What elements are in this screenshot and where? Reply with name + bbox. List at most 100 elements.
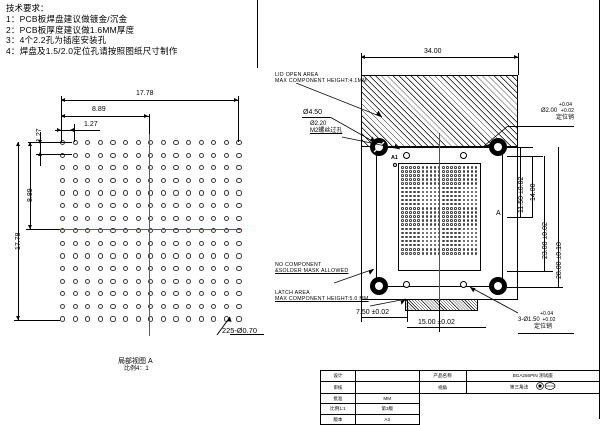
bga-pad — [446, 170, 449, 173]
dowel-hole-bottom-right — [460, 281, 467, 288]
bga-pad — [409, 202, 412, 206]
note-line: 4：焊盘及1.5/2.0定位孔请按照图纸尺寸制作 — [6, 45, 178, 56]
bga-pad — [429, 211, 433, 214]
bga-pad — [60, 266, 66, 272]
bga-pad — [186, 253, 192, 259]
bga-pad — [236, 303, 242, 309]
bga-pad — [421, 170, 425, 173]
bga-pad — [474, 186, 478, 190]
bga-pad — [425, 223, 429, 226]
bga-pad — [454, 219, 457, 222]
bga-pad — [97, 140, 103, 146]
bga-pad — [223, 165, 229, 171]
bga-pad — [429, 194, 433, 198]
bga-pad — [186, 240, 192, 246]
bga-pad — [470, 190, 474, 194]
bga-pad — [223, 152, 229, 158]
bga-pad — [198, 266, 204, 272]
bga-pad — [429, 252, 433, 255]
bga-pad — [442, 223, 445, 226]
bga-pad — [466, 190, 470, 194]
bga-pad — [425, 239, 429, 243]
bga-pad — [60, 228, 66, 234]
bga-pad — [421, 248, 425, 251]
dowel-hole-bottom — [460, 152, 467, 159]
bga-pad — [470, 211, 474, 214]
bga-pad — [442, 215, 445, 218]
bga-pad — [466, 248, 470, 251]
bga-pad — [401, 231, 404, 235]
bga-pad — [454, 178, 457, 181]
tb-value-designer — [354, 370, 420, 382]
bga-pad — [433, 182, 437, 185]
bga-pad — [97, 266, 103, 272]
bga-pad — [236, 152, 242, 158]
vertical-construction-line — [439, 133, 440, 303]
bga-pad — [462, 178, 466, 181]
bga-pad — [123, 152, 129, 158]
ext-line — [238, 96, 239, 142]
bga-pad — [442, 239, 445, 243]
dim-line — [532, 155, 533, 218]
bga-pad — [450, 239, 453, 243]
bga-pad — [450, 219, 453, 222]
bga-pad — [413, 252, 416, 255]
main-assembly-view: 34.00 A1 — [270, 45, 600, 365]
bga-pad — [446, 252, 449, 255]
bga-pad — [85, 266, 91, 272]
bga-pad — [211, 278, 217, 284]
bga-pad — [223, 140, 229, 146]
bga-pad — [417, 178, 420, 181]
bga-pad — [470, 248, 474, 251]
bga-pad — [211, 190, 217, 196]
bga-pad — [425, 215, 429, 218]
bga-pad — [186, 266, 192, 272]
bga-pad — [186, 190, 192, 196]
bga-pad — [135, 203, 141, 209]
table-row: 批准 MM — [320, 392, 600, 405]
bga-pad — [417, 190, 420, 194]
bga-pad — [135, 140, 141, 146]
bga-pad — [470, 198, 474, 202]
bga-pad — [85, 190, 91, 196]
bga-pad — [429, 231, 433, 235]
bga-pad — [421, 194, 425, 198]
bga-pad — [60, 278, 66, 284]
bga-pad — [85, 240, 91, 246]
bga-pad — [409, 166, 412, 169]
bga-pad — [173, 240, 179, 246]
bga-pad — [97, 152, 103, 158]
view-caption-title: 局部视图 A — [118, 358, 153, 365]
bga-pad — [110, 303, 116, 309]
tb-empty-cell — [466, 393, 600, 404]
bga-pad — [429, 166, 433, 169]
bga-pad — [458, 252, 461, 255]
dim-line — [55, 130, 100, 131]
bga-pad — [450, 243, 453, 247]
bga-pad — [442, 202, 445, 206]
bga-pad-grid — [60, 140, 242, 322]
bga-pad — [160, 177, 166, 183]
bga-pad — [450, 178, 453, 181]
bga-pad — [425, 231, 429, 235]
bga-pad — [442, 211, 445, 214]
bga-pad — [450, 207, 453, 210]
dim-line — [30, 142, 31, 229]
note-line: 1：PCB板焊盘建议做镀金/沉金 — [6, 14, 128, 24]
bga-pad — [173, 266, 179, 272]
bga-pad — [413, 207, 416, 210]
tb-label-approver: 批准 — [320, 392, 356, 405]
bga-pad — [454, 248, 457, 251]
bga-pad — [454, 166, 457, 169]
bga-pad — [433, 170, 437, 173]
bga-pad — [409, 178, 412, 181]
bga-pad — [429, 223, 433, 226]
bga-pad — [110, 177, 116, 183]
bga-pad — [466, 243, 470, 247]
bga-pad — [160, 215, 166, 221]
bga-pad — [236, 240, 242, 246]
ext-line — [28, 142, 72, 143]
bga-pad — [198, 215, 204, 221]
bga-pad — [405, 243, 408, 247]
bga-pad — [198, 291, 204, 297]
